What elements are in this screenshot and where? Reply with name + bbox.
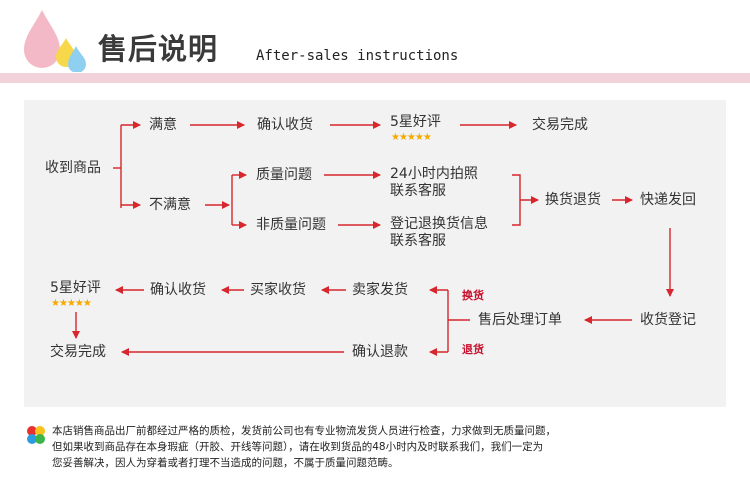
node-dissatisfied: 不满意 [149, 197, 191, 213]
tag-exchange: 换货 [462, 289, 484, 302]
node-buyer-receipt: 买家收货 [250, 282, 306, 298]
node-seller-ship: 卖家发货 [352, 282, 408, 298]
after-sales-note: 本店销售商品出厂前都经过严格的质检，发货前公司也有专业物流发货人员进行检查，力求… [52, 423, 692, 471]
node-photo-24h-line2: 联系客服 [390, 183, 446, 199]
node-exchange-return: 换货退货 [545, 192, 601, 208]
node-satisfied: 满意 [149, 117, 177, 133]
node-non-quality-issue: 非质量问题 [256, 217, 326, 233]
node-receive-goods: 收到商品 [45, 160, 101, 176]
note-line-2: 但如果收到商品存在本身瑕疵（开胶、开线等问题），请在收到货品的48小时内及时联系… [52, 441, 544, 453]
node-register-info-line2: 联系客服 [390, 233, 446, 249]
node-register-info-line1: 登记退换货信息 [390, 216, 488, 232]
color-dots-icon [27, 426, 45, 444]
flowchart-panel [24, 100, 726, 407]
node-confirm-refund: 确认退款 [352, 344, 408, 360]
node-quality-issue: 质量问题 [256, 167, 312, 183]
node-express-back: 快递发回 [640, 192, 696, 208]
page-title: 售后说明 [98, 32, 219, 66]
note-line-3: 您妥善解决，因人为穿着或者打理不当造成的问题，不属于质量问题范畴。 [52, 457, 399, 469]
node-confirm-receipt-bottom: 确认收货 [150, 282, 206, 298]
stars-bottom-icon: ★★★★★ [51, 298, 92, 309]
node-five-star-top: 5星好评 [390, 114, 441, 130]
node-after-sales-order: 售后处理订单 [478, 312, 562, 328]
stars-top-icon: ★★★★★ [391, 132, 432, 143]
tag-refund: 退货 [462, 343, 484, 356]
node-confirm-receipt-top: 确认收货 [257, 117, 313, 133]
node-deal-done-top: 交易完成 [532, 117, 588, 133]
node-photo-24h: 24小时内拍照 联系客服 [390, 166, 478, 200]
header-divider [0, 73, 750, 83]
node-receipt-register: 收货登记 [640, 312, 696, 328]
drops-logo-icon [24, 10, 86, 72]
node-register-info: 登记退换货信息 联系客服 [390, 216, 488, 250]
page-subtitle: After-sales instructions [256, 48, 459, 64]
node-deal-done-bottom: 交易完成 [50, 344, 106, 360]
node-five-star-bottom: 5星好评 [50, 280, 101, 296]
note-line-1: 本店销售商品出厂前都经过严格的质检，发货前公司也有专业物流发货人员进行检查，力求… [52, 425, 556, 437]
header: 售后说明 After-sales instructions [0, 0, 750, 75]
node-photo-24h-line1: 24小时内拍照 [390, 166, 478, 182]
